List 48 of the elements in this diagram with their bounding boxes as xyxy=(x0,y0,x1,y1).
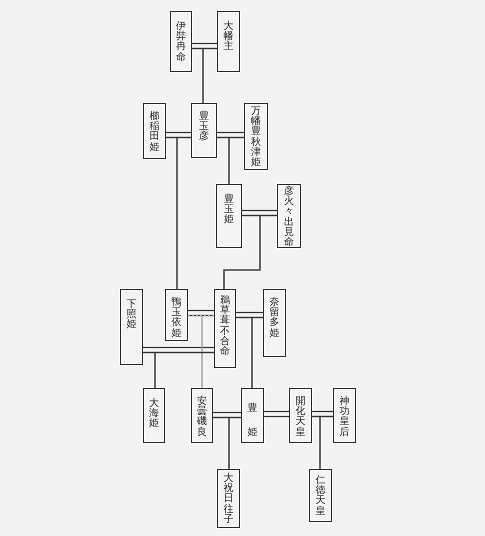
person-name: 神功皇后 xyxy=(340,397,350,438)
name-box xyxy=(263,289,286,357)
person-name: 下照姫 xyxy=(126,300,136,331)
person-name: 櫛稲田姫 xyxy=(150,112,160,153)
dotted-descent-line xyxy=(201,314,214,388)
descent-line xyxy=(228,136,244,184)
descent-line xyxy=(176,136,191,289)
name-box xyxy=(216,184,242,248)
descent-line xyxy=(154,352,214,388)
name-box xyxy=(120,289,143,365)
person-name: 大幡主 xyxy=(224,22,234,53)
person-name: 豊玉彦 xyxy=(199,112,209,143)
person-name: 豊姫 xyxy=(248,402,258,440)
person-name: 開化天皇 xyxy=(296,397,306,438)
dotted-descent-line xyxy=(188,314,203,388)
name-box xyxy=(289,388,312,443)
name-box xyxy=(214,289,236,368)
person-name: 鴨玉依姫 xyxy=(172,298,182,339)
person-name: 伊弉冉命 xyxy=(176,22,186,63)
person-name: 鵜草葺不合命 xyxy=(220,296,230,358)
person-name: 奈留多姫 xyxy=(270,298,280,339)
descent-line xyxy=(228,416,241,469)
person-name: 大海姫 xyxy=(149,399,159,430)
person-name: 安曇磯良 xyxy=(197,397,207,438)
person-name: 仁徳天皇 xyxy=(316,476,326,517)
name-box xyxy=(217,469,240,528)
descent-line xyxy=(251,316,263,388)
marriage-line xyxy=(263,410,290,418)
name-box xyxy=(143,388,165,443)
name-box xyxy=(244,103,268,170)
name-box xyxy=(241,388,264,443)
person-name: 万幡豊秋津姫 xyxy=(251,107,261,168)
name-box xyxy=(333,388,356,443)
name-box xyxy=(143,103,166,159)
descent-line xyxy=(202,48,217,103)
person-name: 大祝日往子 xyxy=(224,474,234,525)
name-box xyxy=(309,469,332,522)
descent-line xyxy=(223,214,277,289)
name-box xyxy=(165,289,188,341)
person-name: 豊玉姫 xyxy=(224,195,234,226)
person-name: 彦火々出見命 xyxy=(284,187,294,248)
name-box xyxy=(217,11,240,72)
name-box xyxy=(277,184,301,248)
descent-line xyxy=(319,416,333,469)
name-box xyxy=(170,11,192,72)
marriage-line xyxy=(187,310,215,316)
name-box xyxy=(191,388,213,443)
name-box xyxy=(191,103,217,158)
